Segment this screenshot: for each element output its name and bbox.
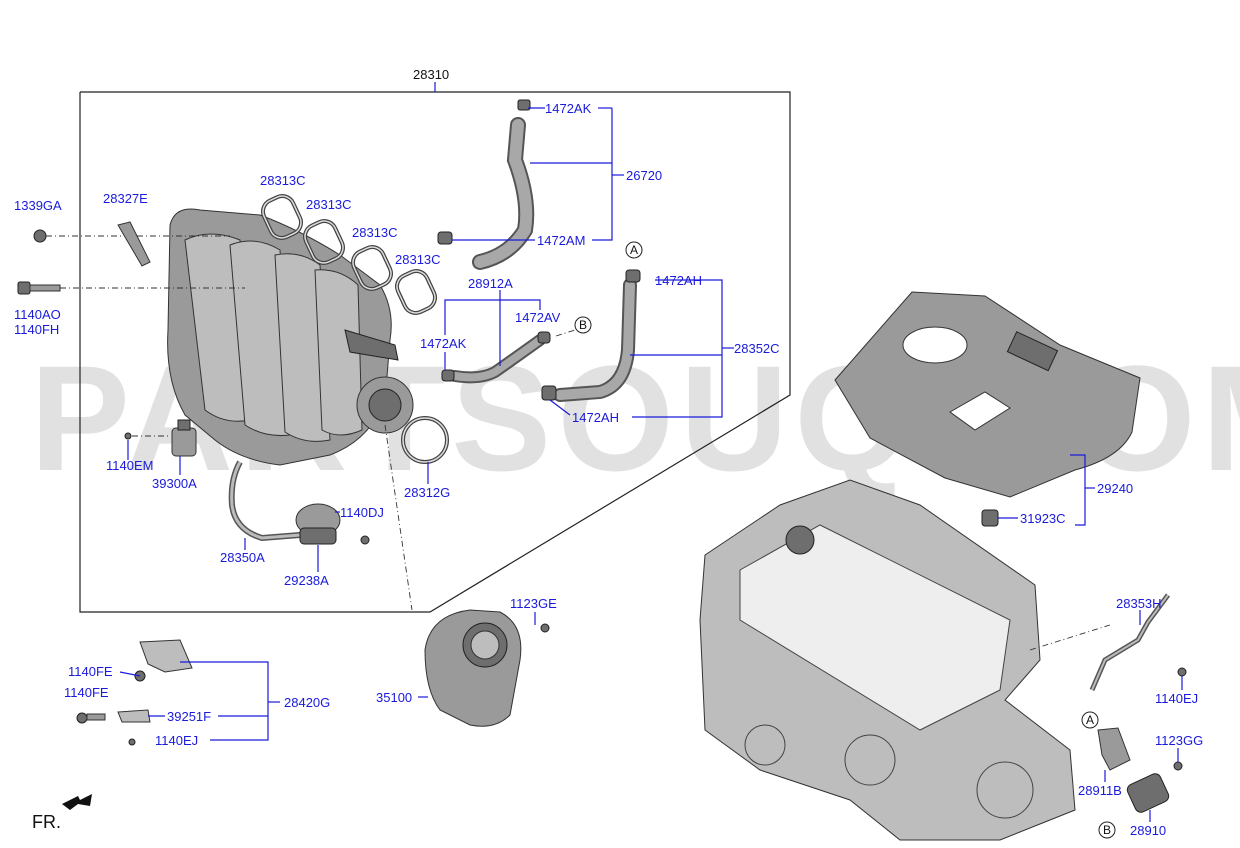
bolt-1339ga[interactable] (33, 229, 47, 243)
label-1472ah-bottom[interactable]: 1472AH (572, 410, 619, 425)
label-28327e[interactable]: 28327E (103, 191, 148, 206)
label-28912a[interactable]: 28912A (468, 276, 513, 291)
svg-text:A: A (630, 243, 638, 257)
label-1123ge[interactable]: 1123GE (510, 596, 557, 611)
engine-cover-29240[interactable] (834, 291, 1141, 498)
throttle-body-35100[interactable] (424, 609, 550, 727)
label-1472ah-top[interactable]: 1472AH (655, 273, 702, 288)
label-28353h[interactable]: 28353H (1116, 596, 1162, 611)
bracket-28911b[interactable] (1097, 727, 1131, 771)
pipe-28353h[interactable] (1089, 593, 1171, 691)
bolt-1140fe-2[interactable] (76, 712, 106, 724)
label-1472am[interactable]: 1472AM (537, 233, 585, 248)
hose-28352c[interactable] (541, 269, 641, 402)
svg-text:B: B (1103, 823, 1111, 837)
label-1140fh[interactable]: 1140FH (14, 322, 59, 337)
svg-text:B: B (579, 318, 587, 332)
callout-b-top[interactable]: B (574, 316, 592, 334)
svg-text:A: A (1086, 713, 1094, 727)
label-28420g[interactable]: 28420G (284, 695, 330, 710)
callout-a-top[interactable]: A (625, 241, 643, 259)
label-1140ao[interactable]: 1140AO (14, 307, 61, 322)
bracket-28327e[interactable] (117, 221, 151, 267)
label-1140em[interactable]: 1140EM (106, 458, 153, 473)
label-26720[interactable]: 26720 (626, 168, 662, 183)
hose-26720[interactable] (437, 99, 535, 270)
label-28313c-3[interactable]: 28313C (352, 225, 398, 240)
label-1140ej-right[interactable]: 1140EJ (1155, 691, 1198, 706)
label-1472ak-top[interactable]: 1472AK (545, 101, 592, 116)
gasket-28313c-1[interactable] (259, 192, 305, 242)
sensor-28910[interactable] (1125, 772, 1170, 814)
label-28313c-1[interactable]: 28313C (260, 173, 306, 188)
label-39251f[interactable]: 39251F (167, 709, 211, 724)
label-29238a[interactable]: 29238A (284, 573, 329, 588)
label-28313c-4[interactable]: 28313C (395, 252, 441, 267)
label-1140fe-2[interactable]: 1140FE (64, 685, 109, 700)
callout-a-bottom[interactable]: A (1081, 711, 1099, 729)
label-1123gg[interactable]: 1123GG (1155, 733, 1203, 748)
label-1472av[interactable]: 1472AV (515, 310, 561, 325)
leader-lines (119, 107, 1183, 822)
label-29240[interactable]: 29240 (1097, 481, 1133, 496)
bolt-1140ao[interactable] (17, 281, 61, 295)
label-1339ga[interactable]: 1339GA (14, 198, 62, 213)
front-direction-label: FR. (32, 812, 61, 832)
label-1140fe-1[interactable]: 1140FE (68, 664, 113, 679)
pipe-28350a[interactable] (228, 460, 301, 542)
front-direction-indicator: FR. (32, 794, 92, 832)
intake-manifold[interactable] (167, 208, 399, 466)
label-35100[interactable]: 35100 (376, 690, 412, 705)
label-39300a[interactable]: 39300A (152, 476, 197, 491)
bracket-28420g[interactable] (117, 639, 193, 723)
label-1472ak-mid[interactable]: 1472AK (420, 336, 467, 351)
valve-29238a[interactable] (295, 503, 370, 545)
label-1140ej-left[interactable]: 1140EJ (155, 733, 198, 748)
label-28911b[interactable]: 28911B (1078, 783, 1122, 798)
gasket-28313c-2[interactable] (301, 217, 347, 267)
engine-block (699, 479, 1076, 841)
label-28310[interactable]: 28310 (413, 67, 449, 82)
callout-b-bottom[interactable]: B (1098, 821, 1116, 839)
label-28312g[interactable]: 28312G (404, 485, 450, 500)
assembly-frame (79, 91, 791, 613)
grommet-31923c[interactable] (981, 509, 999, 527)
label-31923c[interactable]: 31923C (1020, 511, 1066, 526)
label-28352c[interactable]: 28352C (734, 341, 780, 356)
sensor-39300a[interactable] (171, 419, 197, 457)
label-28350a[interactable]: 28350A (220, 550, 265, 565)
manifold-throttle-flange (356, 376, 414, 434)
gasket-28313c-3[interactable] (349, 243, 395, 293)
label-1140dj[interactable]: 1140DJ (340, 505, 384, 520)
label-28910[interactable]: 28910 (1130, 823, 1166, 838)
label-28313c-2[interactable]: 28313C (306, 197, 352, 212)
hose-28912a[interactable] (441, 331, 551, 384)
gasket-28312g[interactable] (401, 416, 449, 464)
gasket-28313c-4[interactable] (393, 267, 439, 317)
